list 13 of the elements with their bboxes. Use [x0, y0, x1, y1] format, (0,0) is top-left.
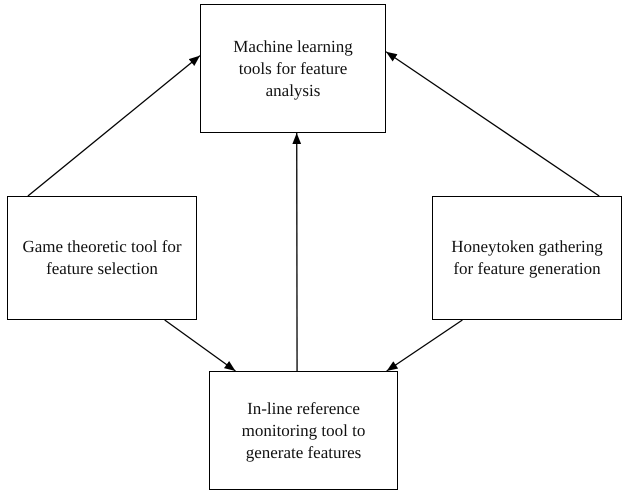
arrow	[386, 319, 463, 372]
arrow	[292, 133, 302, 371]
box-label: Game theoretic tool for feature selection	[22, 236, 182, 280]
box-label: Honeytoken gathering for feature generation	[450, 236, 604, 280]
arrow	[164, 319, 236, 372]
arrow	[27, 55, 200, 196]
process-box	[209, 371, 398, 490]
arrow	[386, 51, 600, 197]
box-label: In-line reference monitoring tool to generate features	[240, 398, 366, 464]
process-box	[200, 4, 386, 133]
process-box	[432, 196, 622, 320]
box-label: Machine learning tools for feature analysis	[232, 36, 354, 102]
process-box	[7, 196, 197, 320]
